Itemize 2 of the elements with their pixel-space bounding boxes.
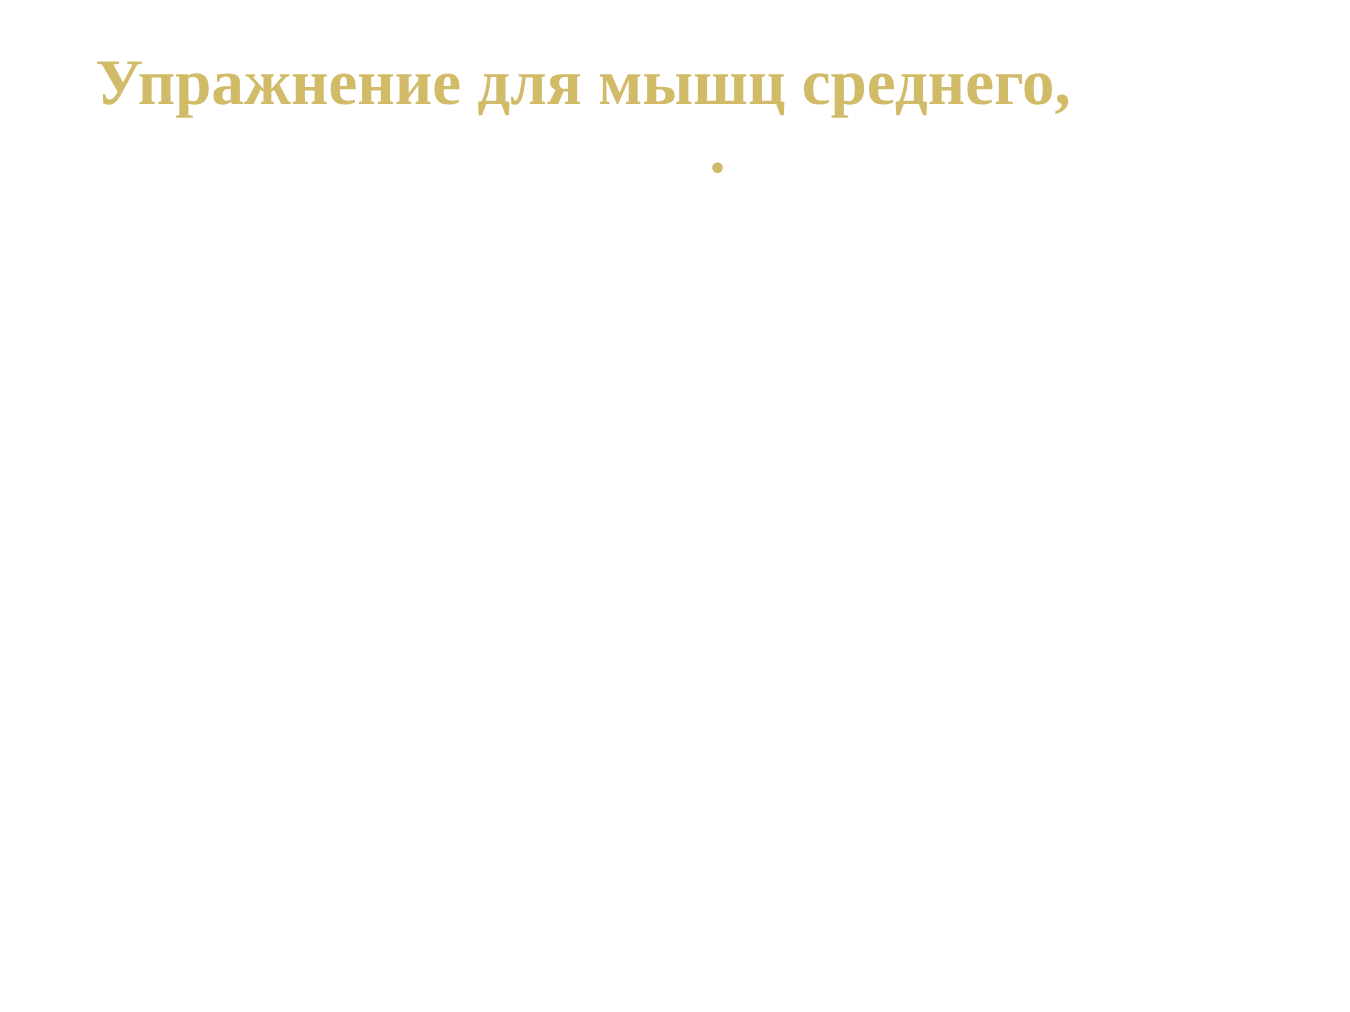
title: Упражнение для мышц среднего,: [97, 61, 1069, 118]
period-mark: .: [712, 162, 723, 173]
